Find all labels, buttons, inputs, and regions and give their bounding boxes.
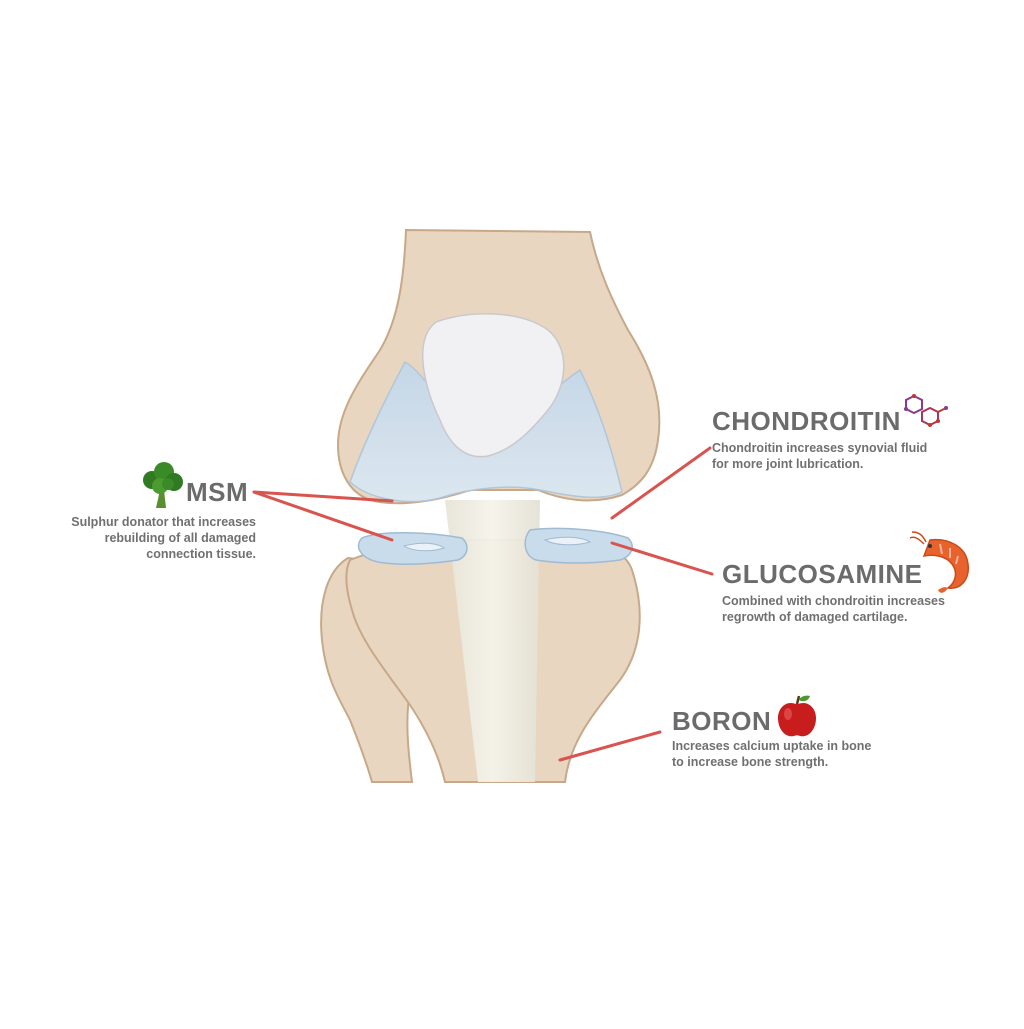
right-meniscus	[524, 527, 633, 564]
glucosamine-leader-line	[610, 541, 714, 576]
msm-description: Sulphur donator that increases rebuildin…	[71, 514, 256, 562]
apple-icon	[778, 695, 816, 737]
boron-description-line: to increase bone strength.	[672, 755, 829, 769]
leader-lines	[252, 446, 714, 762]
chondroitin-description-line: for more joint lubrication.	[712, 457, 864, 471]
msm-title: MSM	[186, 477, 249, 507]
glucosamine-description-line: regrowth of damaged cartilage.	[722, 610, 908, 624]
chondroitin-description-line: Chondroitin increases synovial fluid	[712, 441, 928, 455]
glucosamine-description-line: Combined with chondroitin increases	[722, 594, 945, 608]
msm-leader-line-femur	[252, 490, 394, 503]
glucosamine-description: Combined with chondroitin increases regr…	[722, 593, 945, 625]
glucosamine-title: GLUCOSAMINE	[722, 559, 923, 589]
chondroitin-title: CHONDROITIN	[712, 406, 901, 436]
boron-title: BORON	[672, 706, 772, 736]
shrimp-icon	[909, 531, 969, 593]
boron-leader-line	[558, 730, 662, 762]
msm-description-line: rebuilding of all damaged	[104, 531, 256, 545]
msm-description-line: Sulphur donator that increases	[71, 515, 256, 529]
chondroitin-leader-line	[610, 446, 712, 520]
chondroitin-description: Chondroitin increases synovial fluid for…	[712, 440, 927, 472]
patella	[422, 313, 565, 458]
ligament	[445, 500, 540, 782]
boron-description: Increases calcium uptake in bone to incr…	[672, 738, 871, 770]
broccoli-icon	[143, 462, 183, 508]
msm-leader-line-meniscus	[252, 490, 394, 542]
boron-description-line: Increases calcium uptake in bone	[672, 739, 872, 753]
msm-description-line: connection tissue.	[146, 547, 256, 561]
molecule-icon	[904, 394, 948, 427]
